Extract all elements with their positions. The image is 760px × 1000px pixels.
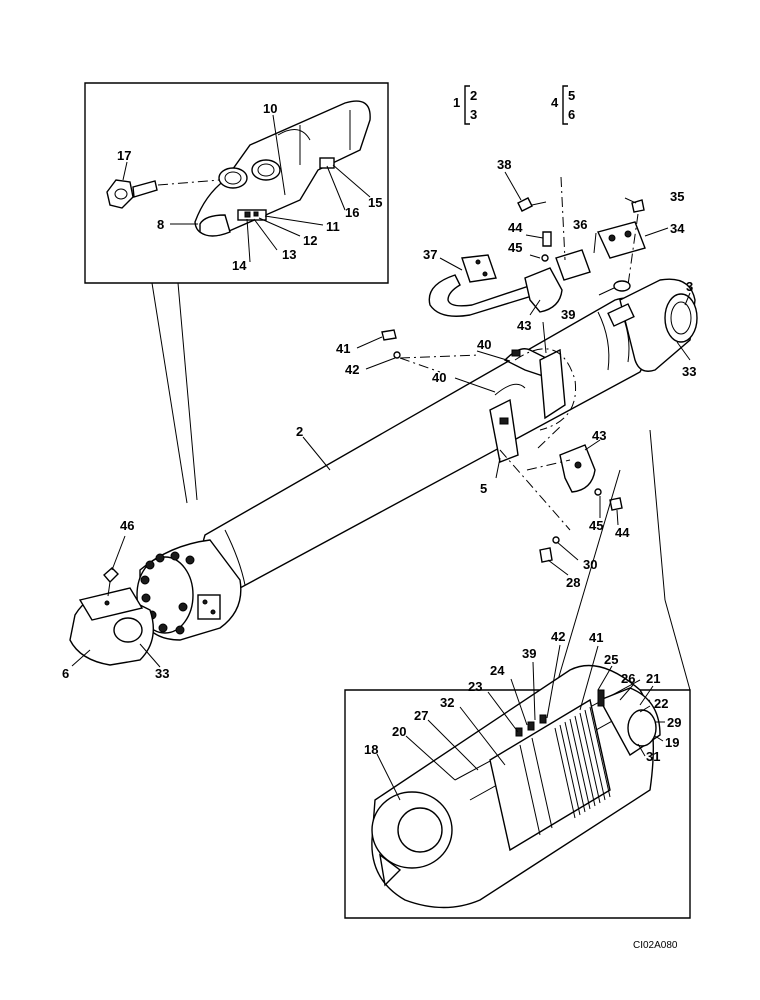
callout-39-lower: 5 (480, 481, 487, 496)
callout-20: 32 (440, 695, 454, 710)
callout-13: 13 (282, 247, 296, 262)
callout-26: 25 (604, 652, 618, 667)
cylinder-tube-assembly (69, 171, 698, 668)
callout-36: 36 (573, 217, 587, 232)
callout-27: 26 (621, 671, 635, 686)
callout-44: 44 (508, 220, 523, 235)
callout-30: 19 (665, 735, 679, 750)
callout-16: 16 (345, 205, 359, 220)
callout-5: 18 (364, 742, 378, 757)
callout-12: 12 (303, 233, 317, 248)
callout-34: 34 (670, 221, 685, 236)
callout-32: 21 (646, 671, 660, 686)
callout-41-lower: 28 (566, 575, 580, 590)
group-1-parent: 1 (453, 95, 460, 110)
callout-23: 39 (522, 646, 536, 661)
callout-29: 22 (654, 696, 668, 711)
callout-3: 3 (686, 279, 693, 294)
callout-17: 17 (117, 148, 131, 163)
group-4-child-6: 6 (568, 107, 575, 122)
callout-31: 29 (667, 715, 681, 730)
group-4-parent: 4 (551, 95, 559, 110)
callout-43-lower: 43 (592, 428, 606, 443)
callout-19: 27 (414, 708, 428, 723)
callout-21: 24 (490, 663, 505, 678)
callout-42: 42 (345, 362, 359, 377)
callout-40-lower: 40 (432, 370, 446, 385)
callout-6: 6 (62, 666, 69, 681)
thread-region (554, 706, 611, 819)
assembly-groups: 1 2 3 4 5 6 (453, 85, 575, 125)
callout-44-lower: 44 (615, 525, 630, 540)
group-1-child-3: 3 (470, 107, 477, 122)
callout-45-lower: 45 (589, 518, 603, 533)
piston-cutaway-inset: 42 41 39 24 25 23 21 26 22 32 27 29 20 1… (344, 429, 691, 919)
callout-15: 15 (368, 195, 382, 210)
drawing-code: CI02A080 (633, 940, 678, 951)
callout-40: 40 (477, 337, 491, 352)
callout-11: 11 (326, 219, 340, 234)
callout-46: 46 (120, 518, 134, 533)
callout-39: 39 (561, 307, 575, 322)
callout-38: 38 (497, 157, 511, 172)
callout-10: 10 (263, 101, 277, 116)
callout-42-lower: 30 (583, 557, 597, 572)
callout-45: 45 (508, 240, 522, 255)
rod-end-detail-inset: 17 10 8 11 12 13 14 15 16 (84, 82, 389, 504)
callout-8: 8 (157, 217, 164, 232)
main-callouts: 38 35 34 36 44 45 37 43 39 41 42 40 3 33… (62, 157, 696, 681)
callout-35: 35 (670, 189, 684, 204)
callout-33: 33 (682, 364, 696, 379)
callout-22: 23 (468, 679, 482, 694)
callout-41: 41 (336, 341, 350, 356)
callout-14: 14 (232, 258, 247, 273)
callout-24: 42 (551, 629, 565, 644)
group-4-child-5: 5 (568, 88, 575, 103)
callout-33-rod: 33 (155, 666, 169, 681)
callout-2: 2 (296, 424, 303, 439)
callout-18: 20 (392, 724, 406, 739)
group-1-child-2: 2 (470, 88, 477, 103)
callout-28: 31 (646, 749, 660, 764)
callout-25: 41 (589, 630, 603, 645)
callout-37: 37 (423, 247, 437, 262)
inset-frame (84, 82, 389, 284)
callout-43: 43 (517, 318, 531, 333)
